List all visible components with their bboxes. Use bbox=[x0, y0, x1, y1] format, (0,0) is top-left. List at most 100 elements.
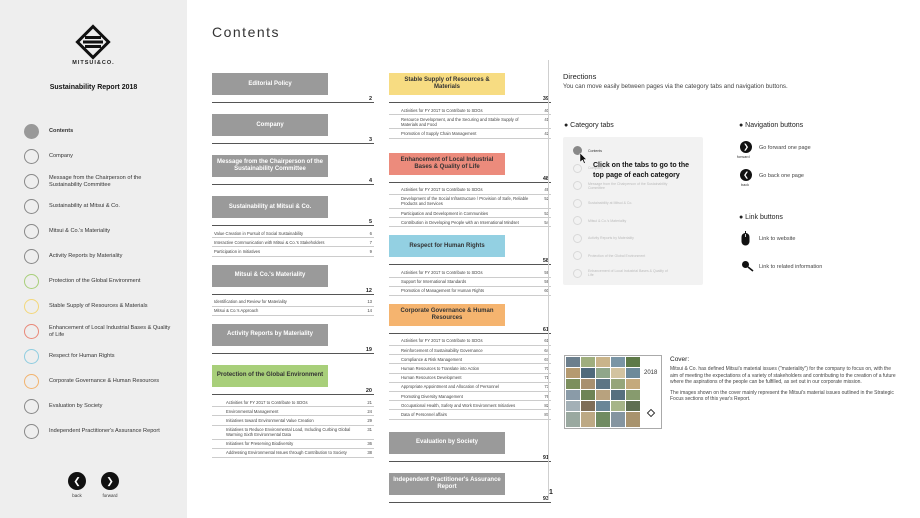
subsection-link[interactable]: Activities for FY 2017 to Contribute to … bbox=[212, 398, 374, 408]
section-rule: 39 bbox=[389, 95, 551, 103]
sidebar-tab-label: Evaluation by Society bbox=[49, 403, 103, 409]
section-page-number: 3 bbox=[368, 137, 372, 143]
subsection-title: Occupational Health, Safety and Work Env… bbox=[401, 402, 516, 408]
mock-tab-label: Sustainability at Mitsui & Co. bbox=[588, 201, 633, 205]
link-website-description: Link to website bbox=[759, 236, 796, 242]
subsection-page: 64 bbox=[544, 347, 549, 353]
forward-button[interactable]: ❯ bbox=[101, 472, 119, 490]
section-page-number: 39 bbox=[542, 96, 549, 102]
subsection-link[interactable]: Initiatives toward Environmental Value C… bbox=[212, 416, 374, 426]
section-tab[interactable]: Independent Practitioner's Assurance Rep… bbox=[389, 472, 505, 495]
section-tab[interactable]: Corporate Governance & Human Resources bbox=[389, 303, 505, 326]
category-dot-icon bbox=[24, 199, 39, 214]
section-page-number: 2 bbox=[368, 96, 372, 102]
subsection-title: Reinforcement of Sustainability Governan… bbox=[401, 347, 483, 353]
subsection-link[interactable]: Reinforcement of Sustainability Governan… bbox=[389, 346, 551, 356]
subsection-page: 40 bbox=[544, 107, 549, 113]
subsection-link[interactable]: Resource Development, and the Securing a… bbox=[389, 115, 551, 130]
sidebar-tab-label: Company bbox=[49, 153, 73, 159]
section-page-number: 93 bbox=[542, 495, 549, 502]
back-small-label: back bbox=[741, 183, 750, 187]
subsection-title: Contribution in Developing People with a… bbox=[401, 219, 519, 225]
page-number: 1 bbox=[549, 489, 553, 496]
subsection-link[interactable]: Activities for FY 2017 to Contribute to … bbox=[389, 268, 551, 278]
section-tab[interactable]: Activity Reports by Materiality bbox=[212, 323, 328, 346]
contents-section: Enhancement of Local Industrial Bases & … bbox=[389, 152, 551, 236]
section-rule: 3 bbox=[212, 136, 374, 144]
sidebar-tab[interactable]: Message from the Chairperson of the Sust… bbox=[24, 169, 174, 194]
sidebar-tab[interactable]: Contents bbox=[24, 119, 174, 144]
section-tab[interactable]: Mitsui & Co.'s Materiality bbox=[212, 264, 328, 287]
sidebar-tab[interactable]: Enhancement of Local Industrial Bases & … bbox=[24, 319, 174, 344]
mock-dot-icon bbox=[573, 198, 582, 208]
section-tab[interactable]: Editorial Policy bbox=[212, 73, 328, 95]
section-tab[interactable]: Protection of the Global Environment bbox=[212, 364, 328, 387]
subsection-link[interactable]: Promotion of Management for Human Rights… bbox=[389, 287, 551, 296]
sidebar-tab-label: Message from the Chairperson of the Sust… bbox=[49, 174, 142, 188]
cover-paragraph-2: The images shown on the cover mainly rep… bbox=[670, 389, 894, 403]
subsection-link[interactable]: Initiatives to Reduce Environmental Load… bbox=[212, 426, 374, 440]
sidebar-tab-label: Protection of the Global Environment bbox=[49, 278, 141, 284]
section-tab[interactable]: Sustainability at Mitsui & Co. bbox=[212, 196, 328, 218]
category-dot-icon bbox=[24, 399, 39, 414]
subsection-link[interactable]: Activities for FY 2017 to Contribute to … bbox=[389, 186, 551, 195]
subsection-title: Human Resources Development bbox=[401, 375, 462, 381]
cover-text: Mitsui & Co. has defined Mitsui's materi… bbox=[670, 366, 900, 407]
back-button[interactable]: ❮ bbox=[68, 472, 86, 490]
arrow-left-icon: ❮ bbox=[743, 172, 749, 179]
sidebar-tab[interactable]: Independent Practitioner's Assurance Rep… bbox=[24, 419, 174, 444]
subsection-link[interactable]: Participation and Development in Communi… bbox=[389, 209, 551, 219]
subsection-page: 42 bbox=[544, 130, 549, 136]
sidebar-tab[interactable]: Protection of the Global Environment bbox=[24, 269, 174, 294]
mock-dot-icon bbox=[573, 163, 582, 173]
sidebar-tab[interactable]: Stable Supply of Resources & Materials bbox=[24, 294, 174, 319]
category-tabs-heading: ● Category tabs bbox=[564, 122, 614, 129]
section-tab[interactable]: Stable Supply of Resources & Materials bbox=[389, 73, 505, 95]
subsection-link[interactable]: Activities for FY 2017 to Contribute to … bbox=[389, 337, 551, 347]
subsection-link[interactable]: Occupational Health, Safety and Work Env… bbox=[389, 401, 551, 411]
mock-tab: Enhancement of Local Industrial Bases & … bbox=[573, 268, 668, 278]
sidebar-tab[interactable]: Evaluation by Society bbox=[24, 394, 174, 419]
subsection-link[interactable]: Value Creation in Pursuit of Social Sust… bbox=[212, 229, 374, 239]
back-button-sample[interactable]: ❮ bbox=[740, 169, 752, 181]
subsection-title: Participation and Development in Communi… bbox=[401, 210, 489, 216]
subsection-page: 29 bbox=[367, 417, 372, 423]
subsection-link[interactable]: Activities for FY 2017 to Contribute to … bbox=[389, 106, 551, 116]
section-tab[interactable]: Company bbox=[212, 114, 328, 136]
subsection-link[interactable]: Human Resources to Translate into Action… bbox=[389, 364, 551, 374]
subsection-link[interactable]: Appropriate Appointment and Allocation o… bbox=[389, 383, 551, 392]
sidebar-tab[interactable]: Corporate Governance & Human Resources bbox=[24, 369, 174, 394]
subsection-page: 38 bbox=[367, 450, 372, 456]
section-tab[interactable]: Respect for Human Rights bbox=[389, 235, 505, 258]
subsection-link[interactable]: Addressing Environmental Issues through … bbox=[212, 449, 374, 459]
sidebar-tab[interactable]: Company bbox=[24, 144, 174, 169]
section-rule: 19 bbox=[212, 346, 374, 354]
section-tab[interactable]: Evaluation by Society bbox=[389, 431, 505, 454]
forward-label: forward bbox=[102, 493, 118, 498]
sidebar-tab[interactable]: Activity Reports by Materiality bbox=[24, 244, 174, 269]
section-tab[interactable]: Enhancement of Local Industrial Bases & … bbox=[389, 152, 505, 175]
section-tab[interactable]: Message from the Chairperson of the Sust… bbox=[212, 155, 328, 177]
subsection-link[interactable]: Identification and Review for Materialit… bbox=[212, 298, 374, 307]
subsection-link[interactable]: Interactive Communication with Mitsui & … bbox=[212, 238, 374, 248]
subsection-link[interactable]: Contribution in Developing People with a… bbox=[389, 218, 551, 228]
forward-button-sample[interactable]: ❯ bbox=[740, 141, 752, 153]
subsection-page: 54 bbox=[544, 219, 549, 225]
sidebar-tab[interactable]: Respect for Human Rights bbox=[24, 344, 174, 369]
subsection-link[interactable]: Development of the Social Infrastructure… bbox=[389, 195, 551, 209]
sidebar-tab[interactable]: Sustainability at Mitsui & Co. bbox=[24, 194, 174, 219]
category-dot-icon bbox=[24, 249, 39, 264]
directions-text: You can move easily between pages via th… bbox=[563, 83, 788, 90]
sidebar-tab[interactable]: Mitsui & Co.'s Materiality bbox=[24, 219, 174, 244]
subsection-title: Appropriate Appointment and Allocation o… bbox=[401, 384, 500, 390]
